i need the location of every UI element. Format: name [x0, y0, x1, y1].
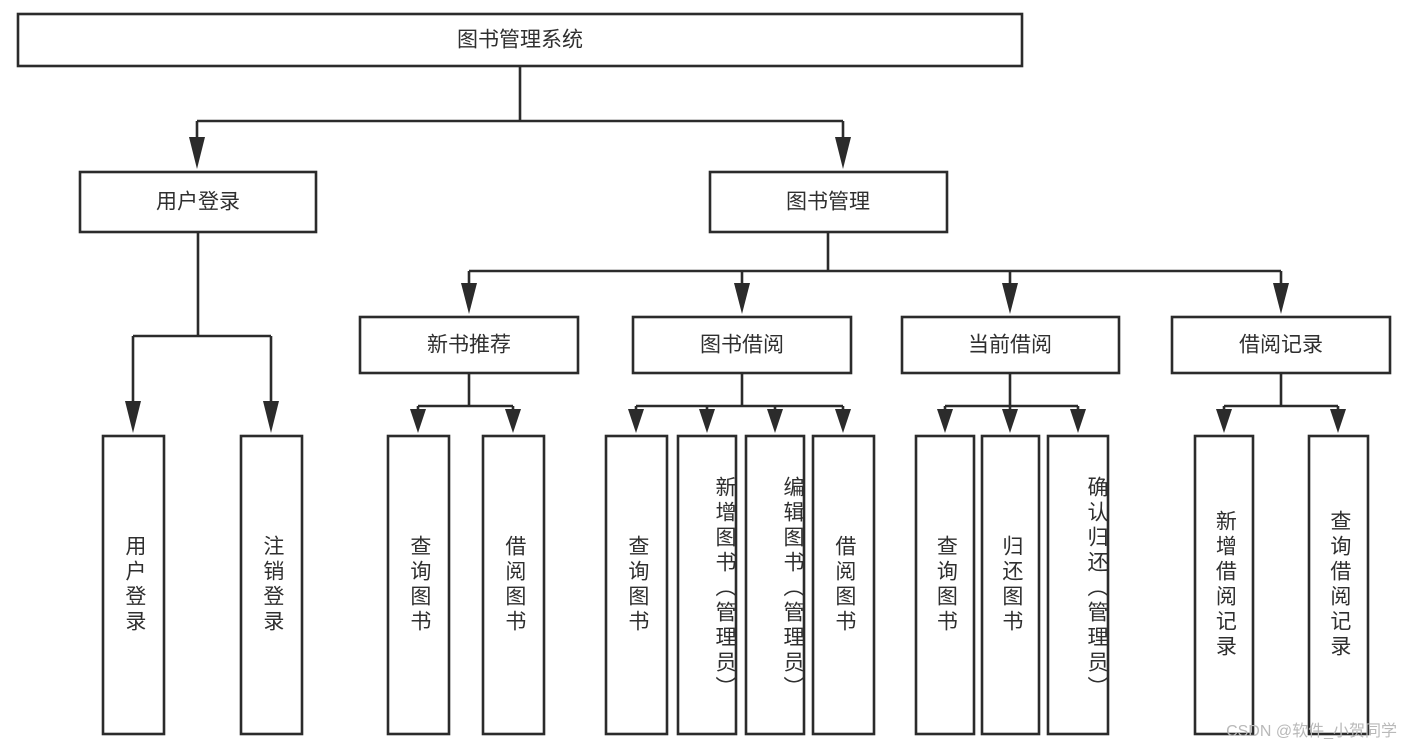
arrow-head-icon: [767, 409, 783, 433]
arrow-head-icon: [505, 409, 521, 433]
node-current-borrow[interactable]: 当前借阅: [900, 315, 1121, 375]
leaf-box-confirm-return-admin[interactable]: [1046, 434, 1110, 736]
leaf-box-add-borrow-record[interactable]: [1193, 434, 1255, 736]
connector-book-borrow-to-leaves: [628, 373, 851, 433]
arrow-head-icon: [1216, 409, 1232, 433]
arrow-head-icon: [628, 409, 644, 433]
arrow-head-icon: [461, 283, 477, 314]
user-login-label: 用户登录: [156, 191, 240, 214]
connector-borrow-record-to-leaves: [1216, 373, 1346, 433]
arrow-head-icon: [937, 409, 953, 433]
leaf-box-query-book-current[interactable]: [914, 434, 976, 736]
current-borrow-label: 当前借阅: [968, 334, 1052, 357]
new-book-recommend-box[interactable]: [358, 315, 580, 375]
arrow-head-icon: [1002, 283, 1018, 314]
connector-root-to-level2: [189, 66, 851, 169]
node-root[interactable]: 图书管理系统: [16, 12, 1024, 68]
arrow-head-icon: [410, 409, 426, 433]
arrow-head-icon: [734, 283, 750, 314]
arrow-head-icon: [1070, 409, 1086, 433]
current-borrow-box[interactable]: [900, 315, 1121, 375]
arrow-head-icon: [835, 409, 851, 433]
node-user-login[interactable]: 用户登录: [78, 170, 318, 234]
connector-user-login-to-leaves: [125, 232, 279, 433]
arrow-head-icon: [189, 137, 205, 169]
leaf-boxes: [101, 434, 1370, 736]
book-borrow-label: 图书借阅: [700, 334, 784, 357]
node-new-book-recommend[interactable]: 新书推荐: [358, 315, 580, 375]
leaf-box-add-book-admin[interactable]: [676, 434, 738, 736]
node-book-management[interactable]: 图书管理: [708, 170, 949, 234]
leaf-box-borrow-book[interactable]: [811, 434, 876, 736]
root-box[interactable]: [16, 12, 1024, 68]
arrow-head-icon: [1330, 409, 1346, 433]
connector-new-book-recommend-to-leaves: [410, 373, 521, 433]
leaf-box-return-book[interactable]: [980, 434, 1041, 736]
node-book-borrow[interactable]: 图书借阅: [631, 315, 853, 375]
connector-book-management-to-level3: [461, 232, 1289, 314]
leaf-box-user-login[interactable]: [101, 434, 166, 736]
book-management-label: 图书管理: [786, 191, 870, 214]
root-label: 图书管理系统: [457, 29, 583, 52]
connector-current-borrow-to-leaves: [937, 373, 1086, 433]
leaf-box-logout[interactable]: [239, 434, 304, 736]
leaf-box-query-borrow-record[interactable]: [1307, 434, 1370, 736]
leaf-box-borrow-book-recommend[interactable]: [481, 434, 546, 736]
new-book-recommend-label: 新书推荐: [427, 334, 511, 357]
arrow-head-icon: [1273, 283, 1289, 314]
leaf-box-query-book-recommend[interactable]: [386, 434, 451, 736]
watermark-text: CSDN @软件_小贺同学: [1226, 723, 1397, 740]
arrow-head-icon: [1002, 409, 1018, 433]
arrow-head-icon: [125, 401, 141, 433]
arrow-head-icon: [835, 137, 851, 169]
user-login-box[interactable]: [78, 170, 318, 234]
leaf-box-edit-book-admin[interactable]: [744, 434, 806, 736]
arrow-head-icon: [699, 409, 715, 433]
arrow-head-icon: [263, 401, 279, 433]
node-borrow-record[interactable]: 借阅记录: [1170, 315, 1392, 375]
borrow-record-label: 借阅记录: [1239, 334, 1323, 357]
leaf-box-query-book-borrow[interactable]: [604, 434, 669, 736]
